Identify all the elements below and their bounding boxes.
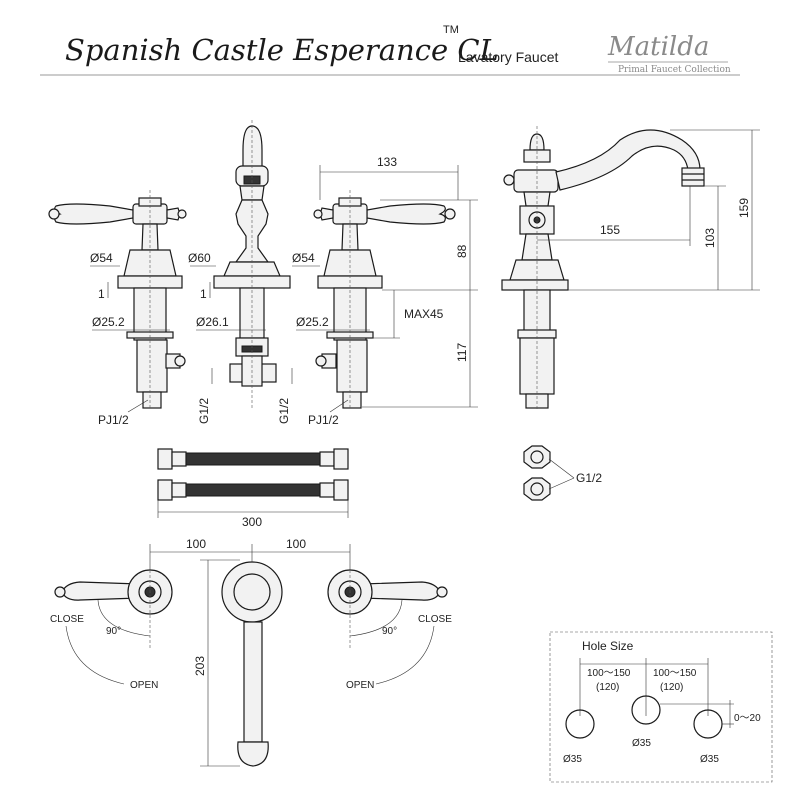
hole-left-diameter: Ø35 <box>563 754 582 765</box>
front-dimension-lines <box>90 120 478 413</box>
model-name: Spanish Castle Esperance CL <box>65 33 499 67</box>
dim-133: 133 <box>377 155 397 169</box>
right-handle-diameter: Ø54 <box>292 251 315 265</box>
gap-center: 1 <box>200 287 207 301</box>
dim-155: 155 <box>600 223 620 237</box>
center-shank-diameter: Ø26.1 <box>196 315 229 329</box>
angle-left-label: 90° <box>106 626 121 637</box>
nut-thread: G1/2 <box>576 471 602 485</box>
dim-159: 159 <box>737 198 751 218</box>
dim-right-spacing: 100 <box>286 537 306 551</box>
spacing-right: 100～150 <box>653 668 697 679</box>
dim-103: 103 <box>703 228 717 248</box>
open-right-label: OPEN <box>346 680 374 691</box>
dim-117: 117 <box>455 343 469 362</box>
left-handle-diameter: Ø54 <box>90 251 113 265</box>
top-right-handle-drawing <box>327 569 448 615</box>
hole-center <box>631 695 661 725</box>
hose-length: 300 <box>242 515 262 529</box>
nuts: G1/2 <box>523 445 602 501</box>
top-view: 100 100 203 CLOSE CLOSE OPEN OPEN 90° 90… <box>50 537 452 767</box>
dim-left-spacing: 100 <box>186 537 206 551</box>
left-shank-diameter: Ø25.2 <box>92 315 125 329</box>
top-spout-drawing <box>221 561 283 767</box>
hole-center-diameter: Ø35 <box>632 738 651 749</box>
thread-right: G1/2 <box>277 398 291 424</box>
open-left-label: OPEN <box>130 680 158 691</box>
spacing-left-nominal: (120) <box>596 682 619 693</box>
right-shank-diameter: Ø25.2 <box>296 315 329 329</box>
hose-bottom-drawing <box>157 479 349 501</box>
side-view: 155 103 159 <box>501 126 760 410</box>
gap-left: 1 <box>98 287 105 301</box>
pj-right: PJ1/2 <box>308 413 339 427</box>
front-view: 133 88 117 MAX45 Ø54 Ø60 Ø54 1 1 Ø25.2 Ø… <box>48 120 478 427</box>
hole-size-title: Hole Size <box>582 639 634 653</box>
hole-left <box>565 709 595 739</box>
hole-size-panel: Hole Size 100～150 (120) 100～150 (120) 0～… <box>549 631 773 783</box>
top-left-handle-drawing <box>54 569 173 615</box>
dim-203: 203 <box>193 656 207 676</box>
dim-88: 88 <box>455 244 469 258</box>
header: Spanish Castle Esperance CL TM Lavatory … <box>40 24 740 76</box>
hose-top-drawing <box>157 448 349 470</box>
brand-tagline: Primal Faucet Collection <box>618 65 731 75</box>
hoses: 300 <box>157 448 349 529</box>
hole-size-frame <box>549 631 773 783</box>
trademark: TM <box>443 24 459 36</box>
brand-logo: Matilda <box>607 32 709 62</box>
close-right-label: CLOSE <box>418 614 452 625</box>
side-faucet-drawing <box>501 129 705 409</box>
thread-left: G1/2 <box>197 398 211 424</box>
close-left-label: CLOSE <box>50 614 84 625</box>
side-dimension-lines <box>536 126 760 410</box>
left-valve-drawing <box>48 197 187 409</box>
product-type: Lavatory Faucet <box>458 49 558 65</box>
spacing-right-nominal: (120) <box>660 682 683 693</box>
dim-max45: MAX45 <box>404 307 444 321</box>
hole-offset: 0～20 <box>734 713 761 724</box>
spout-diameter: Ø60 <box>188 251 211 265</box>
right-valve-drawing <box>313 197 456 409</box>
hole-right-diameter: Ø35 <box>700 754 719 765</box>
top-dimension-lines <box>65 544 435 767</box>
angle-right-label: 90° <box>382 626 397 637</box>
spacing-left: 100～150 <box>587 668 631 679</box>
pj-left: PJ1/2 <box>98 413 129 427</box>
